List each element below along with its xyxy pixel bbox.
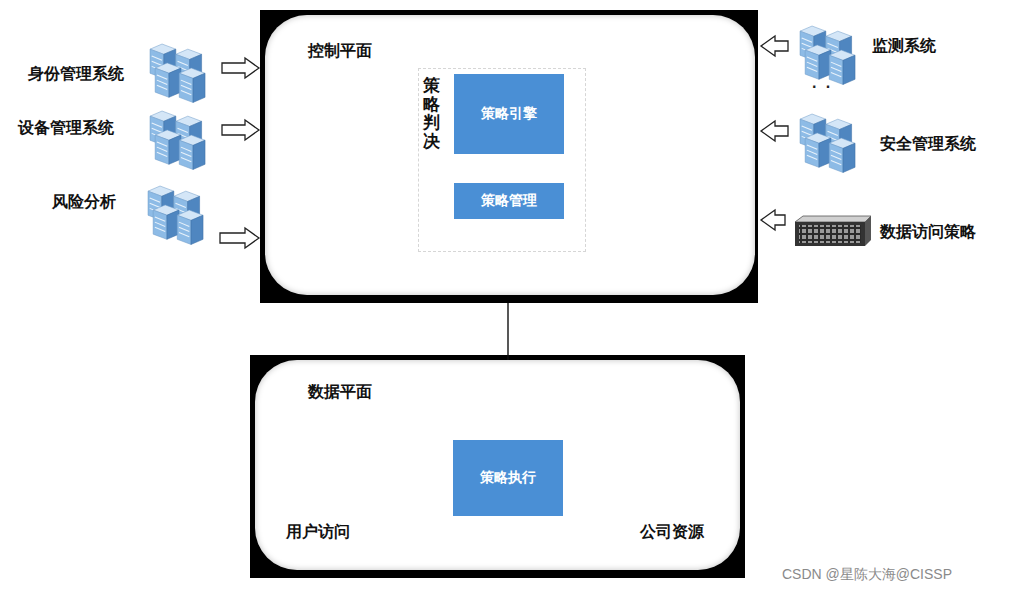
box-label: 策略引擎 — [481, 105, 537, 123]
source-system: 数据访问策略 — [793, 212, 993, 250]
node-label: 设备管理系统 — [18, 118, 114, 139]
box-label: 策略执行 — [480, 469, 536, 487]
node-label: 用户访问 — [286, 522, 350, 543]
flow-arrow — [761, 210, 785, 230]
source-system: 身份管理系统 — [24, 42, 210, 102]
source-system: 安全管理系统 — [798, 112, 992, 172]
flow-arrow — [761, 36, 788, 56]
watermark: CSDN @星陈大海@CISSP — [782, 566, 952, 584]
source-system: 设备管理系统 — [14, 110, 210, 168]
decision-panel: 策略判决 策略引擎策略管理 — [418, 68, 586, 252]
node-label: 监测系统 — [872, 36, 936, 57]
process-box: 策略管理 — [454, 183, 564, 219]
data-plane: 数据平面用户访问 策略执行公司资源 — [255, 360, 740, 570]
flow-arrow — [222, 120, 259, 140]
node-label: 安全管理系统 — [880, 134, 976, 155]
node-label: 身份管理系统 — [28, 64, 124, 85]
source-system: 监测系统 — [798, 24, 950, 82]
node-label: 数据平面 — [308, 382, 372, 403]
flow-arrow — [761, 121, 788, 141]
node-label: 数据访问策略 — [880, 222, 976, 243]
flow-arrow — [220, 228, 259, 248]
node-label: 策略判决 — [423, 77, 440, 152]
control-plane: 控制平面策略判决 策略引擎策略管理 — [265, 15, 755, 295]
source-system: 风险分析 — [48, 186, 208, 242]
flow-arrow — [222, 58, 259, 78]
box-label: 策略管理 — [481, 192, 537, 210]
user-endpoint: 用户访问 — [278, 436, 384, 544]
process-box: 策略执行 — [453, 440, 563, 516]
node-label: 控制平面 — [308, 41, 372, 62]
node-label: 风险分析 — [52, 192, 116, 213]
process-box: 策略引擎 — [454, 74, 564, 154]
resource-server: 公司资源 — [636, 456, 720, 544]
node-label: 公司资源 — [640, 522, 704, 543]
ellipsis-mark: · · — [812, 78, 833, 96]
